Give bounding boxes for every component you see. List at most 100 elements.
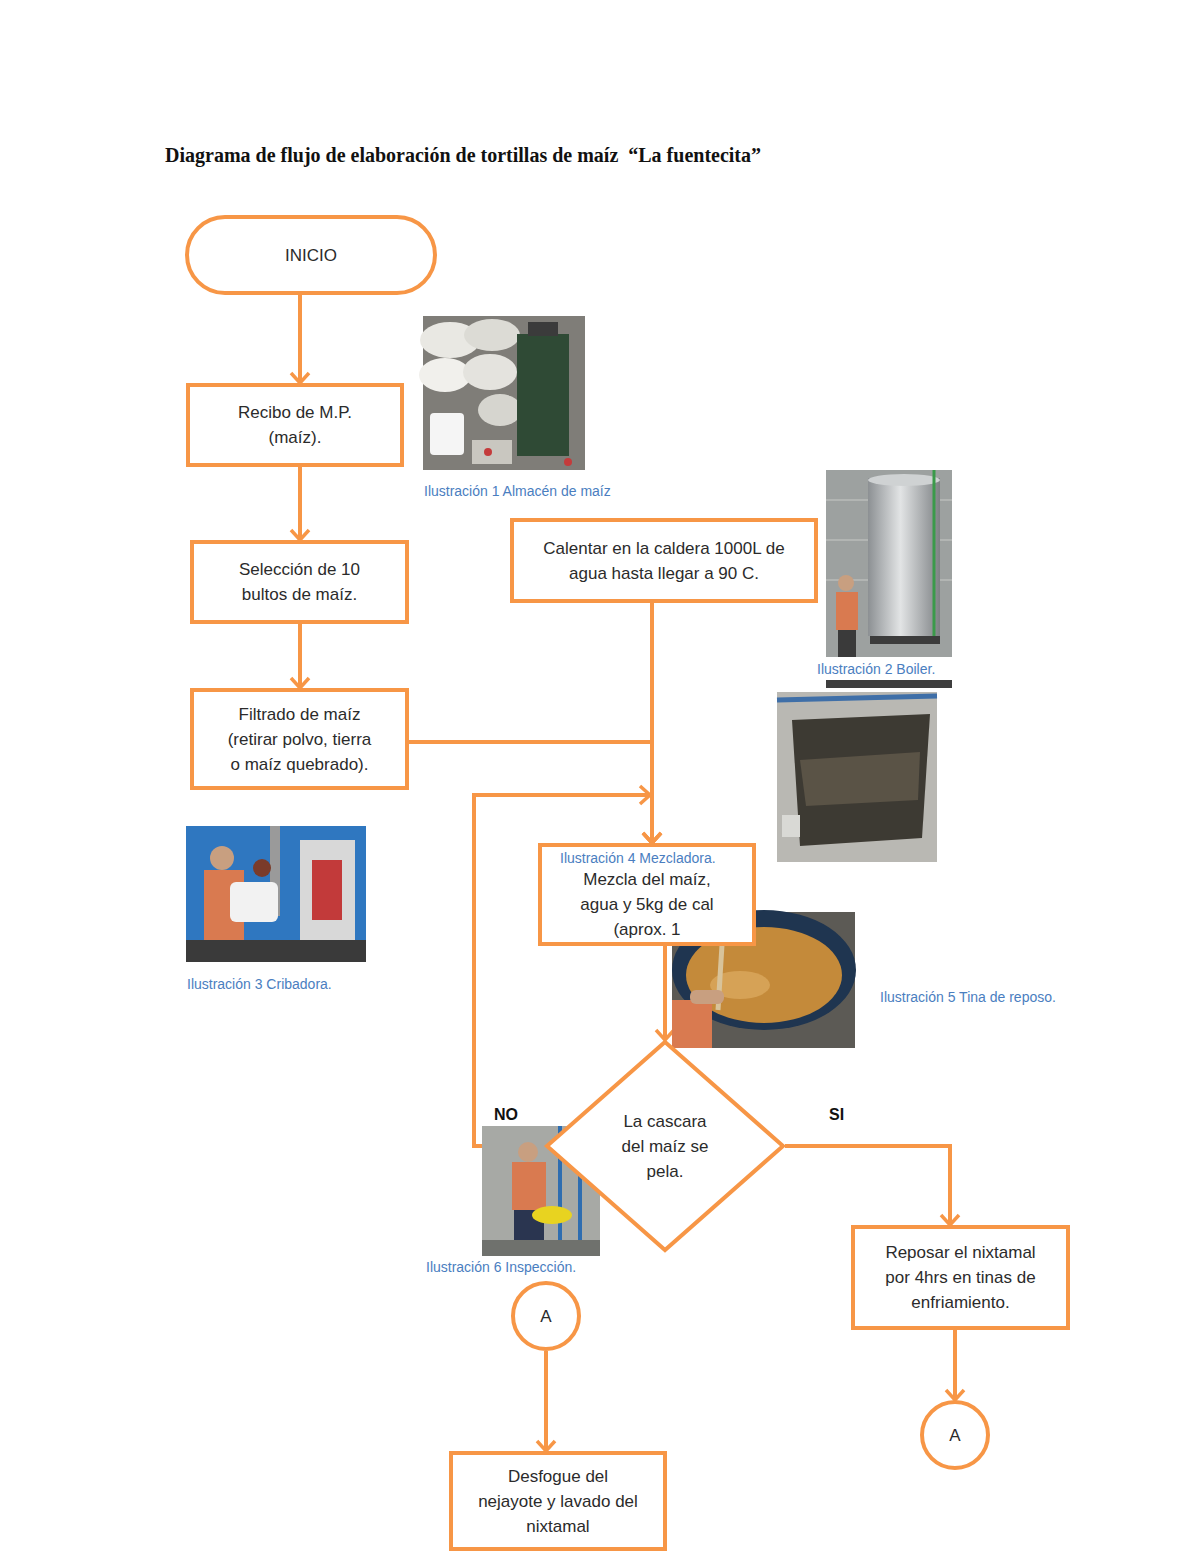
diagram-title: Diagrama de flujo de elaboración de tort… [165, 143, 761, 167]
flow-arrow [785, 1146, 950, 1225]
photo-sieve-part [210, 846, 234, 870]
node-text-group: Calentar en la caldera 1000L de agua has… [528, 536, 800, 586]
photo-warehouse-part [430, 413, 464, 455]
photo-warehouse-part [419, 358, 471, 392]
photo-warehouse-part [472, 440, 512, 464]
node-text: A [540, 1304, 551, 1329]
photo-boiler-part [868, 474, 940, 486]
photo-boiler-part [868, 478, 940, 636]
flow-arrow [953, 1330, 957, 1400]
node-text: Desfogue del nejayote y lavado del nixta… [475, 1464, 641, 1539]
photo-mixer [777, 692, 937, 862]
node-text: La cascara del maíz se pela. [615, 1109, 715, 1184]
photo-inspection-part [482, 1240, 600, 1256]
process-box: Filtrado de maíz (retirar polvo, tierra … [190, 688, 409, 790]
node-text-group: A [518, 1304, 574, 1329]
figure-caption: Ilustración 5 Tina de reposo. [880, 988, 1056, 1006]
node-text-group: INICIO [211, 243, 411, 268]
diamond-outline [545, 1040, 785, 1252]
flow-arrow [474, 795, 652, 1146]
node-text-group: A [927, 1423, 983, 1448]
node-text: Calentar en la caldera 1000L de agua has… [528, 536, 800, 586]
process-box: Reposar el nixtamal por 4hrs en tinas de… [851, 1225, 1070, 1330]
node-text-group: Selección de 10 bultos de maíz. [230, 557, 370, 607]
flow-arrow [663, 946, 667, 1040]
photo-boiler-part [826, 470, 952, 657]
process-box: Calentar en la caldera 1000L de agua has… [510, 518, 818, 603]
photo-warehouse-part [528, 322, 558, 336]
photo-warehouse-part [484, 448, 492, 456]
node-text-group: Reposar el nixtamal por 4hrs en tinas de… [875, 1240, 1047, 1315]
node-text-group: La cascara del maíz se pela. [615, 1109, 715, 1184]
photo-boiler-part [838, 575, 854, 591]
flow-arrow [409, 742, 652, 843]
photo-mixer-part [792, 714, 930, 846]
process-box: Mezcla del maíz, agua y 5kg de cal (apro… [538, 843, 756, 946]
photo-inspection-part [558, 1126, 562, 1256]
diamond-shape [547, 1042, 783, 1250]
node-text-group: Recibo de M.P. (maíz). [230, 400, 360, 450]
photo-boiler-part [838, 630, 856, 657]
node-text-group: Filtrado de maíz (retirar polvo, tierra … [222, 702, 377, 777]
photo-inspection-part [578, 1126, 582, 1256]
photo-tank-part [672, 1000, 712, 1048]
figure-caption: Ilustración 4 Mezcladora. [560, 849, 716, 867]
process-box: Desfogue del nejayote y lavado del nixta… [449, 1451, 667, 1551]
photo-boiler-part [933, 470, 936, 640]
start-terminator: INICIO [185, 215, 437, 295]
node-text: Filtrado de maíz (retirar polvo, tierra … [222, 702, 377, 777]
photo-inspection [482, 1126, 600, 1256]
connector-circle: A [511, 1281, 581, 1351]
figure-caption: Ilustración 3 Cribadora. [187, 975, 332, 993]
flow-arrow [544, 1351, 548, 1451]
photo-tank-part [690, 990, 724, 1004]
photo-sieve [186, 826, 366, 962]
photo-warehouse [419, 316, 585, 470]
node-text-group: Mezcla del maíz, agua y 5kg de cal (apro… [576, 867, 718, 942]
photo-boiler-part [826, 680, 952, 688]
node-text: Selección de 10 bultos de maíz. [230, 557, 370, 607]
edge-label: SI [829, 1105, 844, 1125]
process-box: Recibo de M.P. (maíz). [186, 383, 404, 467]
photo-warehouse-part [564, 458, 572, 466]
node-text: Mezcla del maíz, agua y 5kg de cal (apro… [576, 867, 718, 942]
flow-arrow [298, 295, 302, 383]
decision-diamond: La cascara del maíz se pela. [545, 1040, 785, 1252]
photo-sieve-part [230, 882, 278, 922]
photo-warehouse-part [517, 334, 569, 456]
connector-circle: A [920, 1400, 990, 1470]
photo-mixer-part [777, 692, 937, 862]
node-text: INICIO [285, 243, 337, 268]
node-text: Recibo de M.P. (maíz). [230, 400, 360, 450]
photo-mixer-part [777, 696, 937, 700]
photo-inspection-part [532, 1206, 572, 1224]
photo-inspection-part [482, 1126, 600, 1256]
node-text-group: Desfogue del nejayote y lavado del nixta… [475, 1464, 641, 1539]
photo-warehouse-part [463, 354, 517, 390]
node-text: A [949, 1423, 960, 1448]
photo-inspection-part [512, 1162, 546, 1210]
edge-label: NO [494, 1105, 518, 1125]
flow-arrow [298, 467, 302, 540]
photo-sieve-part [253, 859, 271, 877]
figure-caption: Ilustración 6 Inspección. [426, 1258, 576, 1276]
figure-caption: Ilustración 2 Boiler. [817, 660, 935, 678]
photo-sieve-part [312, 860, 342, 920]
photo-boiler-part [870, 636, 940, 644]
photo-mixer-part [782, 815, 800, 837]
flow-arrow [298, 624, 302, 688]
photo-mixer-part [800, 752, 920, 806]
photo-warehouse-part [478, 394, 522, 426]
photo-tank [672, 910, 856, 1048]
photo-boiler-part [836, 592, 858, 630]
photo-boiler [826, 470, 952, 688]
process-box: Selección de 10 bultos de maíz. [190, 540, 409, 624]
photo-warehouse-part [464, 319, 520, 351]
photo-inspection-part [518, 1142, 538, 1162]
node-text: Reposar el nixtamal por 4hrs en tinas de… [875, 1240, 1047, 1315]
